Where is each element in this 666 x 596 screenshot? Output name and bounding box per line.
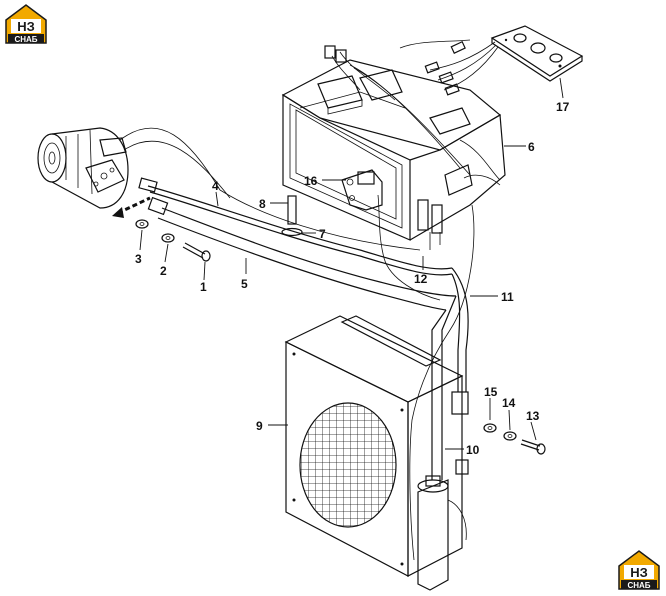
electrical-wire xyxy=(409,204,475,561)
leader-lines xyxy=(139,77,564,450)
brand-logo-bottom: НЗ СНАБ xyxy=(618,550,660,590)
compressor xyxy=(37,127,151,218)
callout-14: 14 xyxy=(502,396,516,410)
callout-16: 16 xyxy=(304,174,318,188)
logo-letters: НЗ xyxy=(17,19,35,34)
callout-11: 11 xyxy=(501,290,514,304)
logo-wordmark: СНАБ xyxy=(14,35,37,44)
callout-12: 12 xyxy=(414,272,428,286)
condenser-unit xyxy=(284,315,469,591)
callout-17: 17 xyxy=(556,100,570,114)
callout-6: 6 xyxy=(528,140,535,154)
callout-15: 15 xyxy=(484,385,498,399)
refrigerant-hoses xyxy=(119,127,469,480)
control-panel xyxy=(399,25,584,96)
callout-7: 7 xyxy=(319,227,326,241)
callout-4: 4 xyxy=(212,179,219,193)
callout-9: 9 xyxy=(256,419,263,433)
callout-13: 13 xyxy=(526,409,540,423)
callout-labels: 1 2 3 4 5 6 7 8 9 10 11 12 13 14 15 16 1… xyxy=(135,100,570,457)
drain-tube xyxy=(281,195,303,237)
mounting-bracket xyxy=(341,169,441,301)
evaporator-unit xyxy=(281,45,506,250)
callout-8: 8 xyxy=(259,197,266,211)
callout-2: 2 xyxy=(160,264,167,278)
logo-wordmark: СНАБ xyxy=(627,581,650,590)
callout-1: 1 xyxy=(200,280,207,294)
right-fasteners xyxy=(483,423,546,455)
brand-logo-top: НЗ СНАБ xyxy=(5,4,47,44)
logo-letters: НЗ xyxy=(630,565,648,580)
left-fasteners xyxy=(135,219,211,262)
callout-10: 10 xyxy=(466,443,480,457)
callout-5: 5 xyxy=(241,277,248,291)
callout-3: 3 xyxy=(135,252,142,266)
